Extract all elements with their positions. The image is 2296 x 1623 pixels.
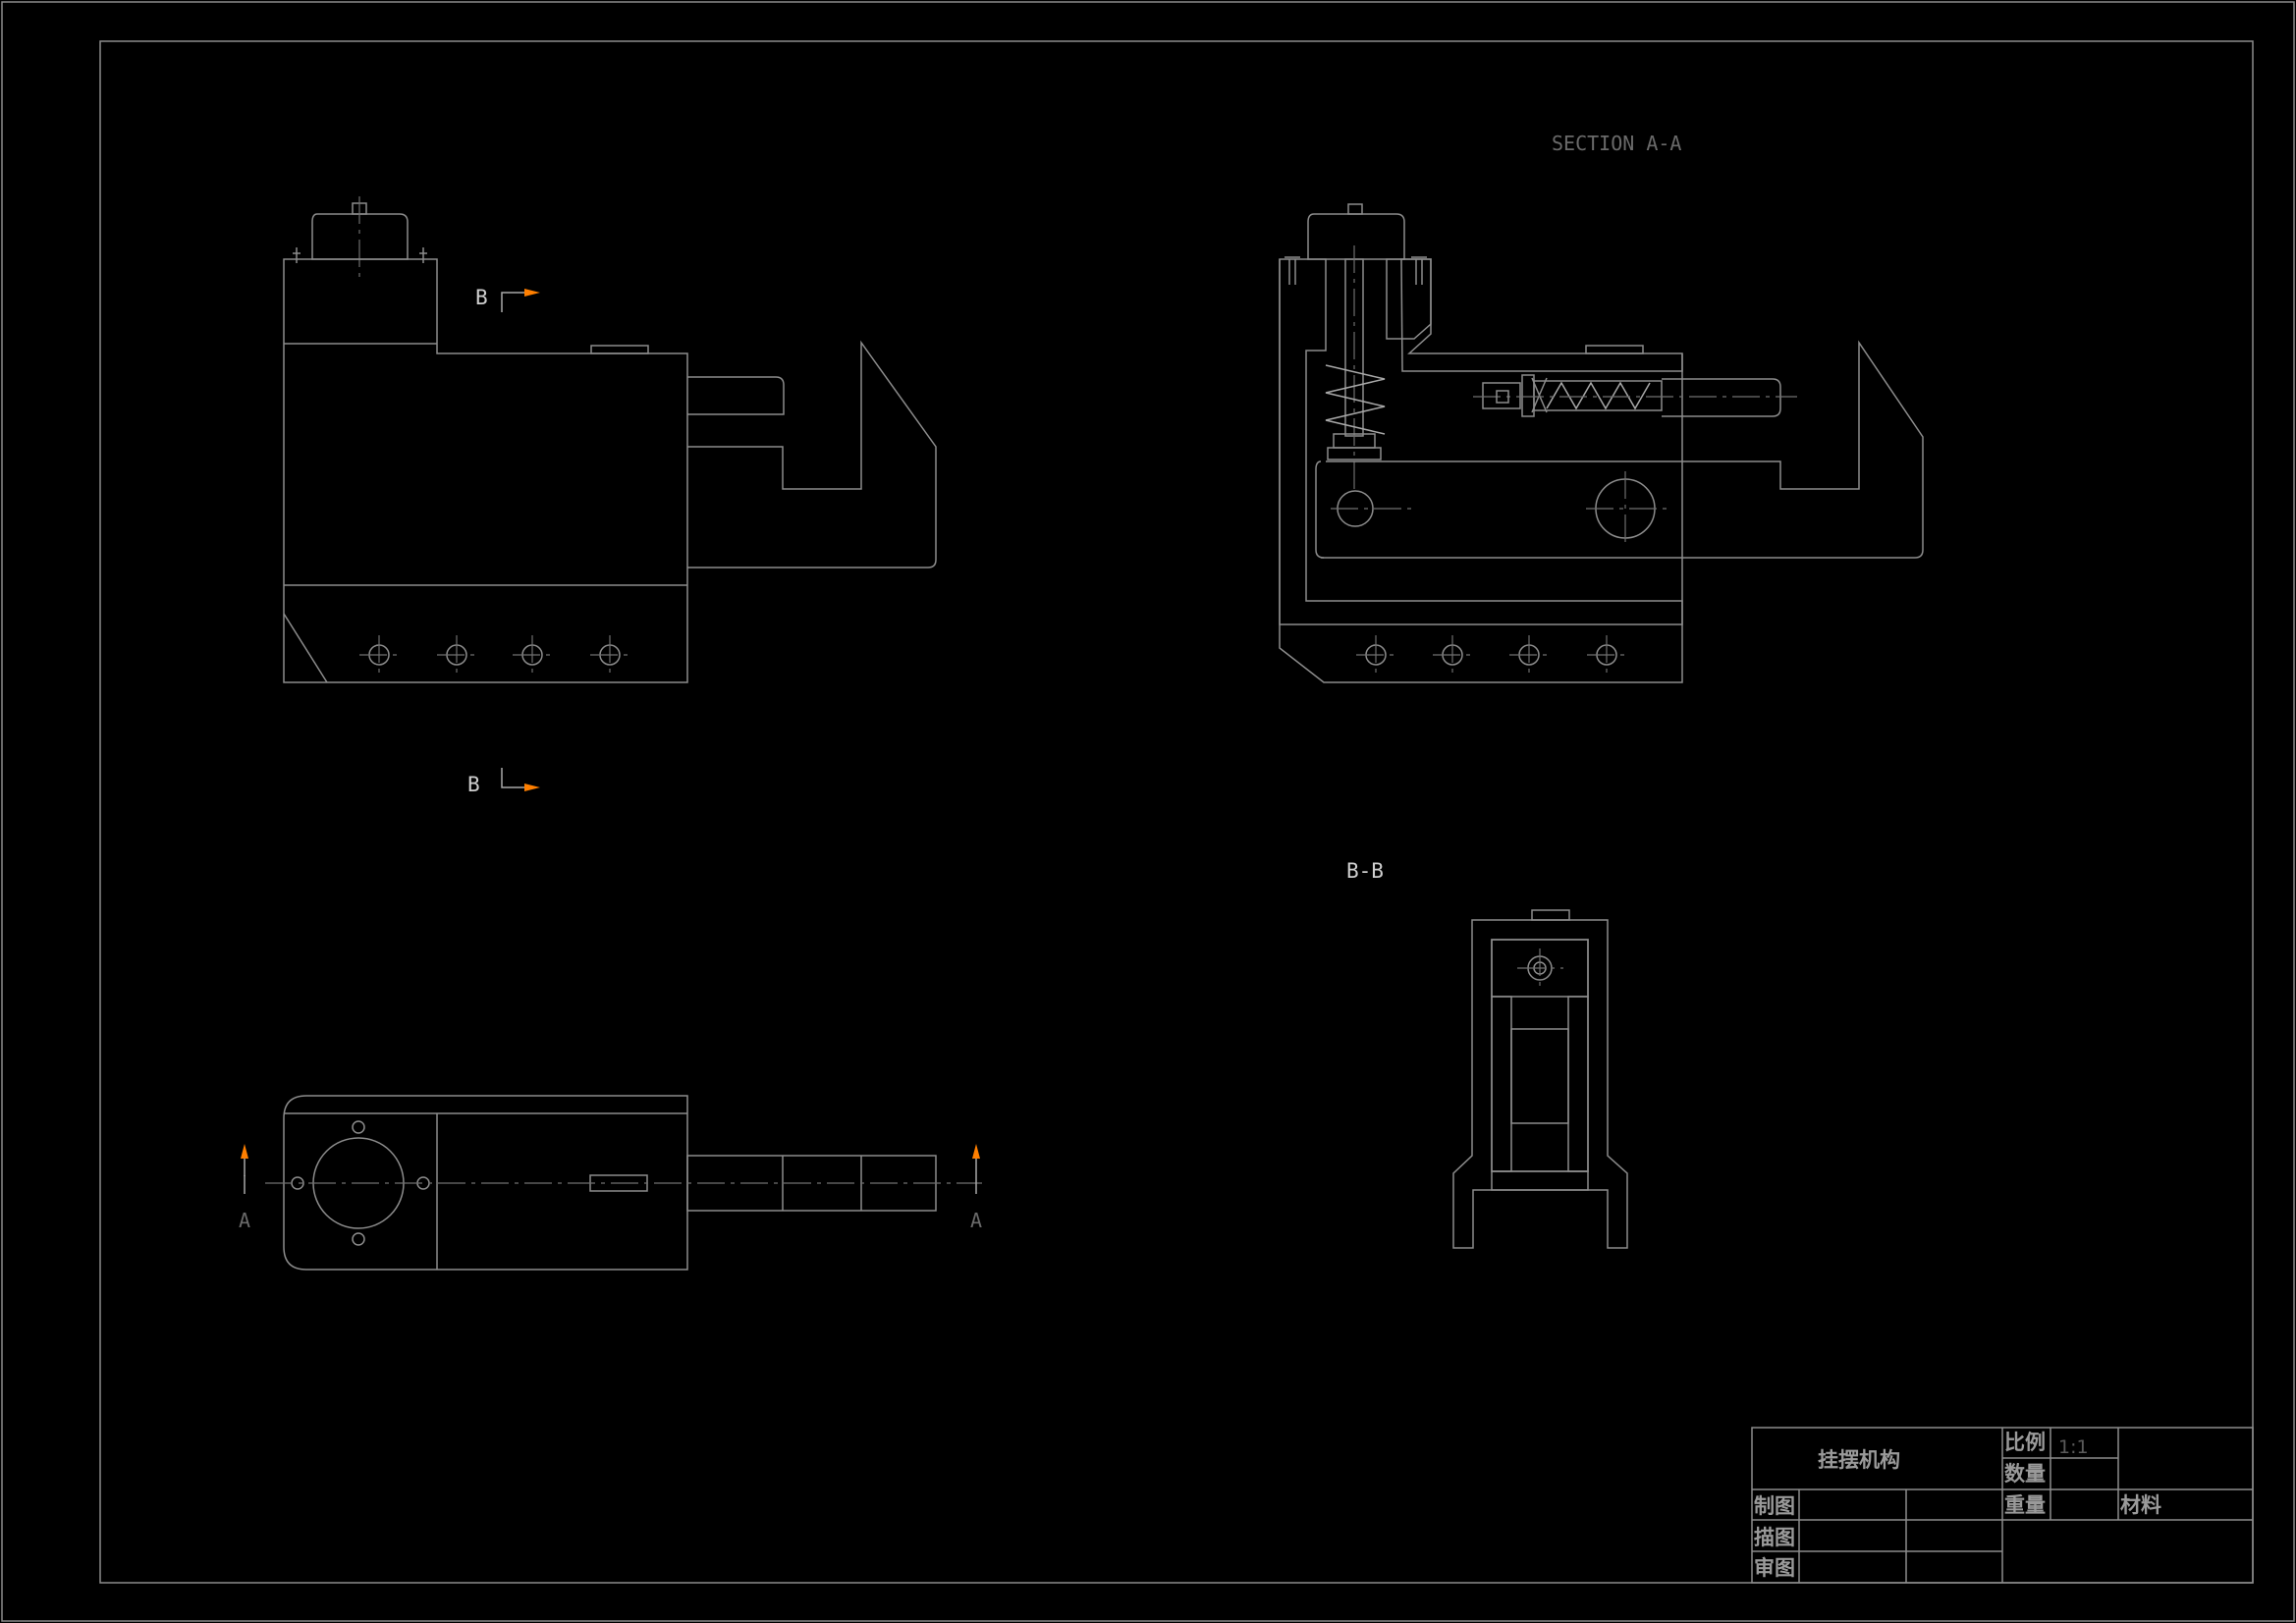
cut-label-a-left: A — [239, 1209, 250, 1232]
front-view — [283, 196, 937, 683]
cut-label-a-right: A — [970, 1209, 982, 1232]
title-block: 挂摆机构 比例 1:1 数量 重量 材料 制图 描图 审图 — [1751, 1427, 2254, 1584]
cut-label-b-bottom: B — [467, 773, 480, 796]
scale-value: 1:1 — [2058, 1436, 2089, 1458]
section-a-marker-left: A — [239, 1144, 250, 1232]
section-a-marker-right: A — [970, 1144, 982, 1232]
front-view-holes — [359, 635, 629, 675]
material-label: 材料 — [2120, 1493, 2161, 1517]
cut-label-b-top: B — [475, 286, 488, 309]
section-b-marker-top: B — [475, 286, 540, 312]
section-aa-holes — [1356, 635, 1626, 675]
checked-by-label: 审图 — [1754, 1556, 1795, 1580]
scale-label: 比例 — [2004, 1431, 2046, 1454]
drawn-by-label: 制图 — [1754, 1494, 1795, 1518]
section-bb-view — [1452, 909, 1628, 1249]
section-aa-view — [1279, 203, 1924, 683]
section-b-marker-bottom: B — [467, 768, 540, 796]
quantity-label: 数量 — [2004, 1462, 2046, 1486]
traced-by-label: 描图 — [1754, 1526, 1795, 1549]
top-view — [265, 1095, 982, 1271]
drawing-title: 挂摆机构 — [1818, 1448, 1900, 1472]
section-aa-label: SECTION A-A — [1552, 132, 1681, 155]
drawing-frame — [99, 40, 2254, 1584]
weight-label: 重量 — [2004, 1493, 2046, 1517]
section-bb-label: B-B — [1346, 859, 1384, 883]
